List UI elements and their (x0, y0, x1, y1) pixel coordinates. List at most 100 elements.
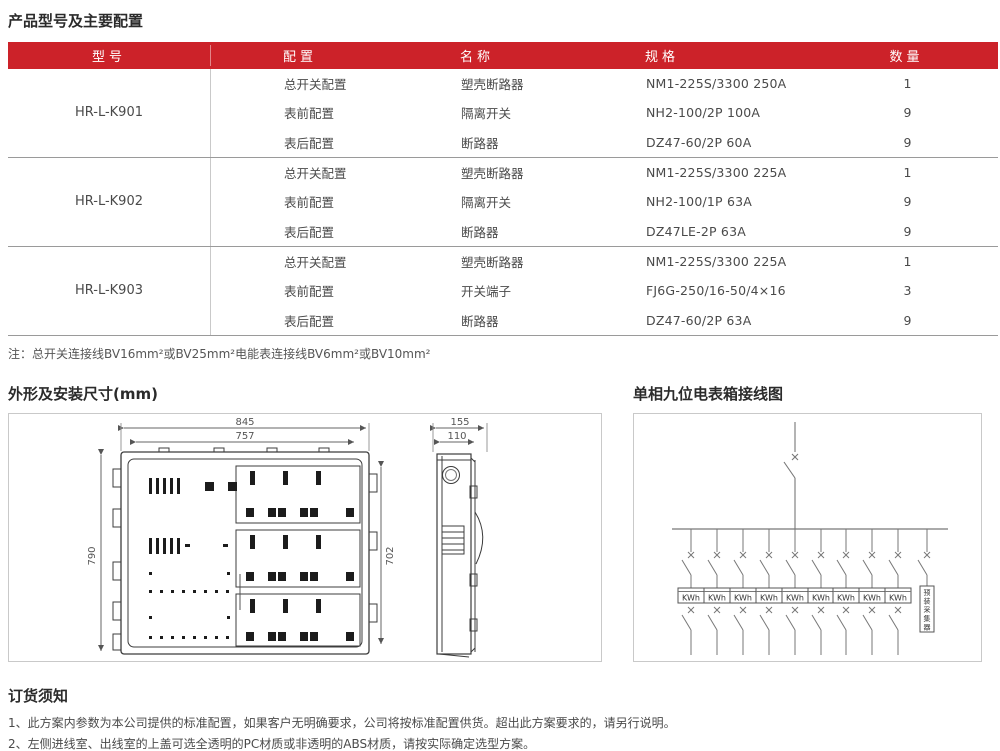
table-header-row: 型号 配置 名称 规格 数量 (8, 42, 998, 69)
table-row: 表前配置 隔离开关 NH2-100/1P 63A 9 (211, 187, 998, 216)
table-row: 表后配置 断路器 DZ47LE-2P 63A 9 (211, 217, 998, 246)
kwh-meter-label: KWh (786, 593, 804, 602)
meter-branch: KWh (884, 528, 912, 655)
table-cell: 9 (903, 194, 912, 210)
dimension-labels: 845 757 790 702 155 110 (87, 417, 470, 566)
dim-155: 155 (450, 417, 469, 428)
table-cell: 塑壳断路器 (461, 77, 524, 93)
table-cell: 隔离开关 (461, 106, 512, 122)
dotted-row-1 (149, 589, 229, 593)
dimension-lines (98, 422, 488, 651)
meter-branch: KWh (677, 528, 705, 655)
dim-845: 845 (235, 417, 254, 428)
table-cell: 隔离开关 (461, 195, 512, 211)
dim-790: 790 (87, 546, 98, 565)
table-cell: 1 (903, 165, 912, 181)
wiring-title: 单相九位电表箱接线图 (633, 384, 784, 403)
table-cell: 表前配置 (284, 106, 335, 122)
table-cell: DZ47LE-2P 63A (646, 223, 746, 239)
collector-box (919, 585, 935, 633)
table-cell: 断路器 (461, 313, 499, 329)
table-note: 注：总开关连接线BV16mm²或BV25mm²电能表连接线BV6mm²或BV10… (8, 346, 431, 361)
meter-branch: KWh (755, 528, 783, 655)
kwh-meter-label: KWh (889, 593, 907, 602)
meter-branch: KWh (807, 528, 835, 655)
vent-bars-2 (149, 537, 228, 554)
meter-branch: KWh (781, 528, 809, 655)
table-cell: 塑壳断路器 (461, 255, 524, 271)
table-cell: 表后配置 (284, 224, 335, 240)
model-cell: HR-L-K901 (74, 105, 143, 121)
table-cell: 9 (903, 312, 912, 328)
column-header-spec: 规格 (645, 50, 680, 65)
column-header-name: 名称 (460, 50, 495, 65)
ordering-section: 订货须知 1、此方案内参数为本公司提供的标准配置，如果客户无明确要求，公司将按标… (8, 685, 1000, 751)
table-cell: 断路器 (461, 224, 499, 240)
table-cell: 表前配置 (284, 284, 335, 300)
main-breaker (783, 421, 799, 529)
dim-702: 702 (385, 546, 396, 565)
table-cell: 总开关配置 (284, 166, 347, 182)
table-cell: FJ6G-250/16-50/4×16 (646, 283, 786, 299)
ordering-item: 1、此方案内参数为本公司提供的标准配置，如果客户无明确要求，公司将按标准配置供货… (8, 715, 676, 730)
table-cell: 表前配置 (284, 195, 335, 211)
table-cell: 表后配置 (284, 313, 335, 329)
table-cell: 1 (903, 254, 912, 270)
page-title: 产品型号及主要配置 (8, 12, 144, 30)
outline-title: 外形及安装尺寸(mm) (8, 384, 158, 403)
table-cell: DZ47-60/2P 63A (646, 312, 752, 328)
front-view-details (149, 470, 354, 641)
model-cell: HR-L-K903 (74, 283, 143, 299)
ordering-item: 2、左侧进线室、出线室的上盖可选全透明的PC材质或非透明的ABS材质，请按实际确… (8, 736, 536, 751)
ordering-title: 订货须知 (8, 686, 69, 705)
drawings-row: 外形及安装尺寸(mm) (0, 383, 1000, 662)
table-cell: 1 (903, 76, 912, 92)
dim-757: 757 (235, 431, 254, 442)
table-cell: 开关端子 (461, 284, 512, 300)
kwh-meter-label: KWh (812, 593, 830, 602)
side-view (436, 453, 484, 658)
outline-panel: 845 757 790 702 155 110 (8, 412, 602, 662)
outline-drawing: 845 757 790 702 155 110 (87, 417, 488, 658)
table-row: 表前配置 开关端子 FJ6G-250/16-50/4×16 3 (211, 276, 998, 305)
table-cell: NH2-100/1P 63A (646, 194, 753, 210)
table-cell: NH2-100/2P 100A (646, 105, 761, 121)
column-header-config: 配置 (283, 50, 318, 65)
table-cell: 总开关配置 (284, 77, 347, 93)
kwh-meter-label: KWh (760, 593, 778, 602)
collector-branch: 预装采集器 (917, 528, 935, 633)
dim-110: 110 (447, 431, 466, 442)
table-cell: 9 (903, 223, 912, 239)
vent-bars-1 (149, 477, 237, 494)
ordering-list: 1、此方案内参数为本公司提供的标准配置，如果客户无明确要求，公司将按标准配置供货… (8, 713, 1000, 751)
outline-section: 外形及安装尺寸(mm) (8, 383, 602, 662)
compartment-3 (246, 598, 354, 641)
compartment-2 (246, 534, 354, 581)
model-cell: HR-L-K902 (74, 194, 143, 210)
table-cell: 表后配置 (284, 135, 335, 151)
table-cell: 3 (903, 283, 912, 299)
table-cell: 断路器 (461, 135, 499, 151)
meter-branch: KWh (832, 528, 860, 655)
column-header-model: 型号 (91, 50, 126, 65)
column-header-qty: 数量 (889, 50, 924, 65)
table-row: 表后配置 断路器 DZ47-60/2P 63A 9 (211, 306, 998, 335)
table-cell: NM1-225S/3300 225A (646, 165, 787, 181)
table-cell: 总开关配置 (284, 255, 347, 271)
meter-branch: KWh (729, 528, 757, 655)
